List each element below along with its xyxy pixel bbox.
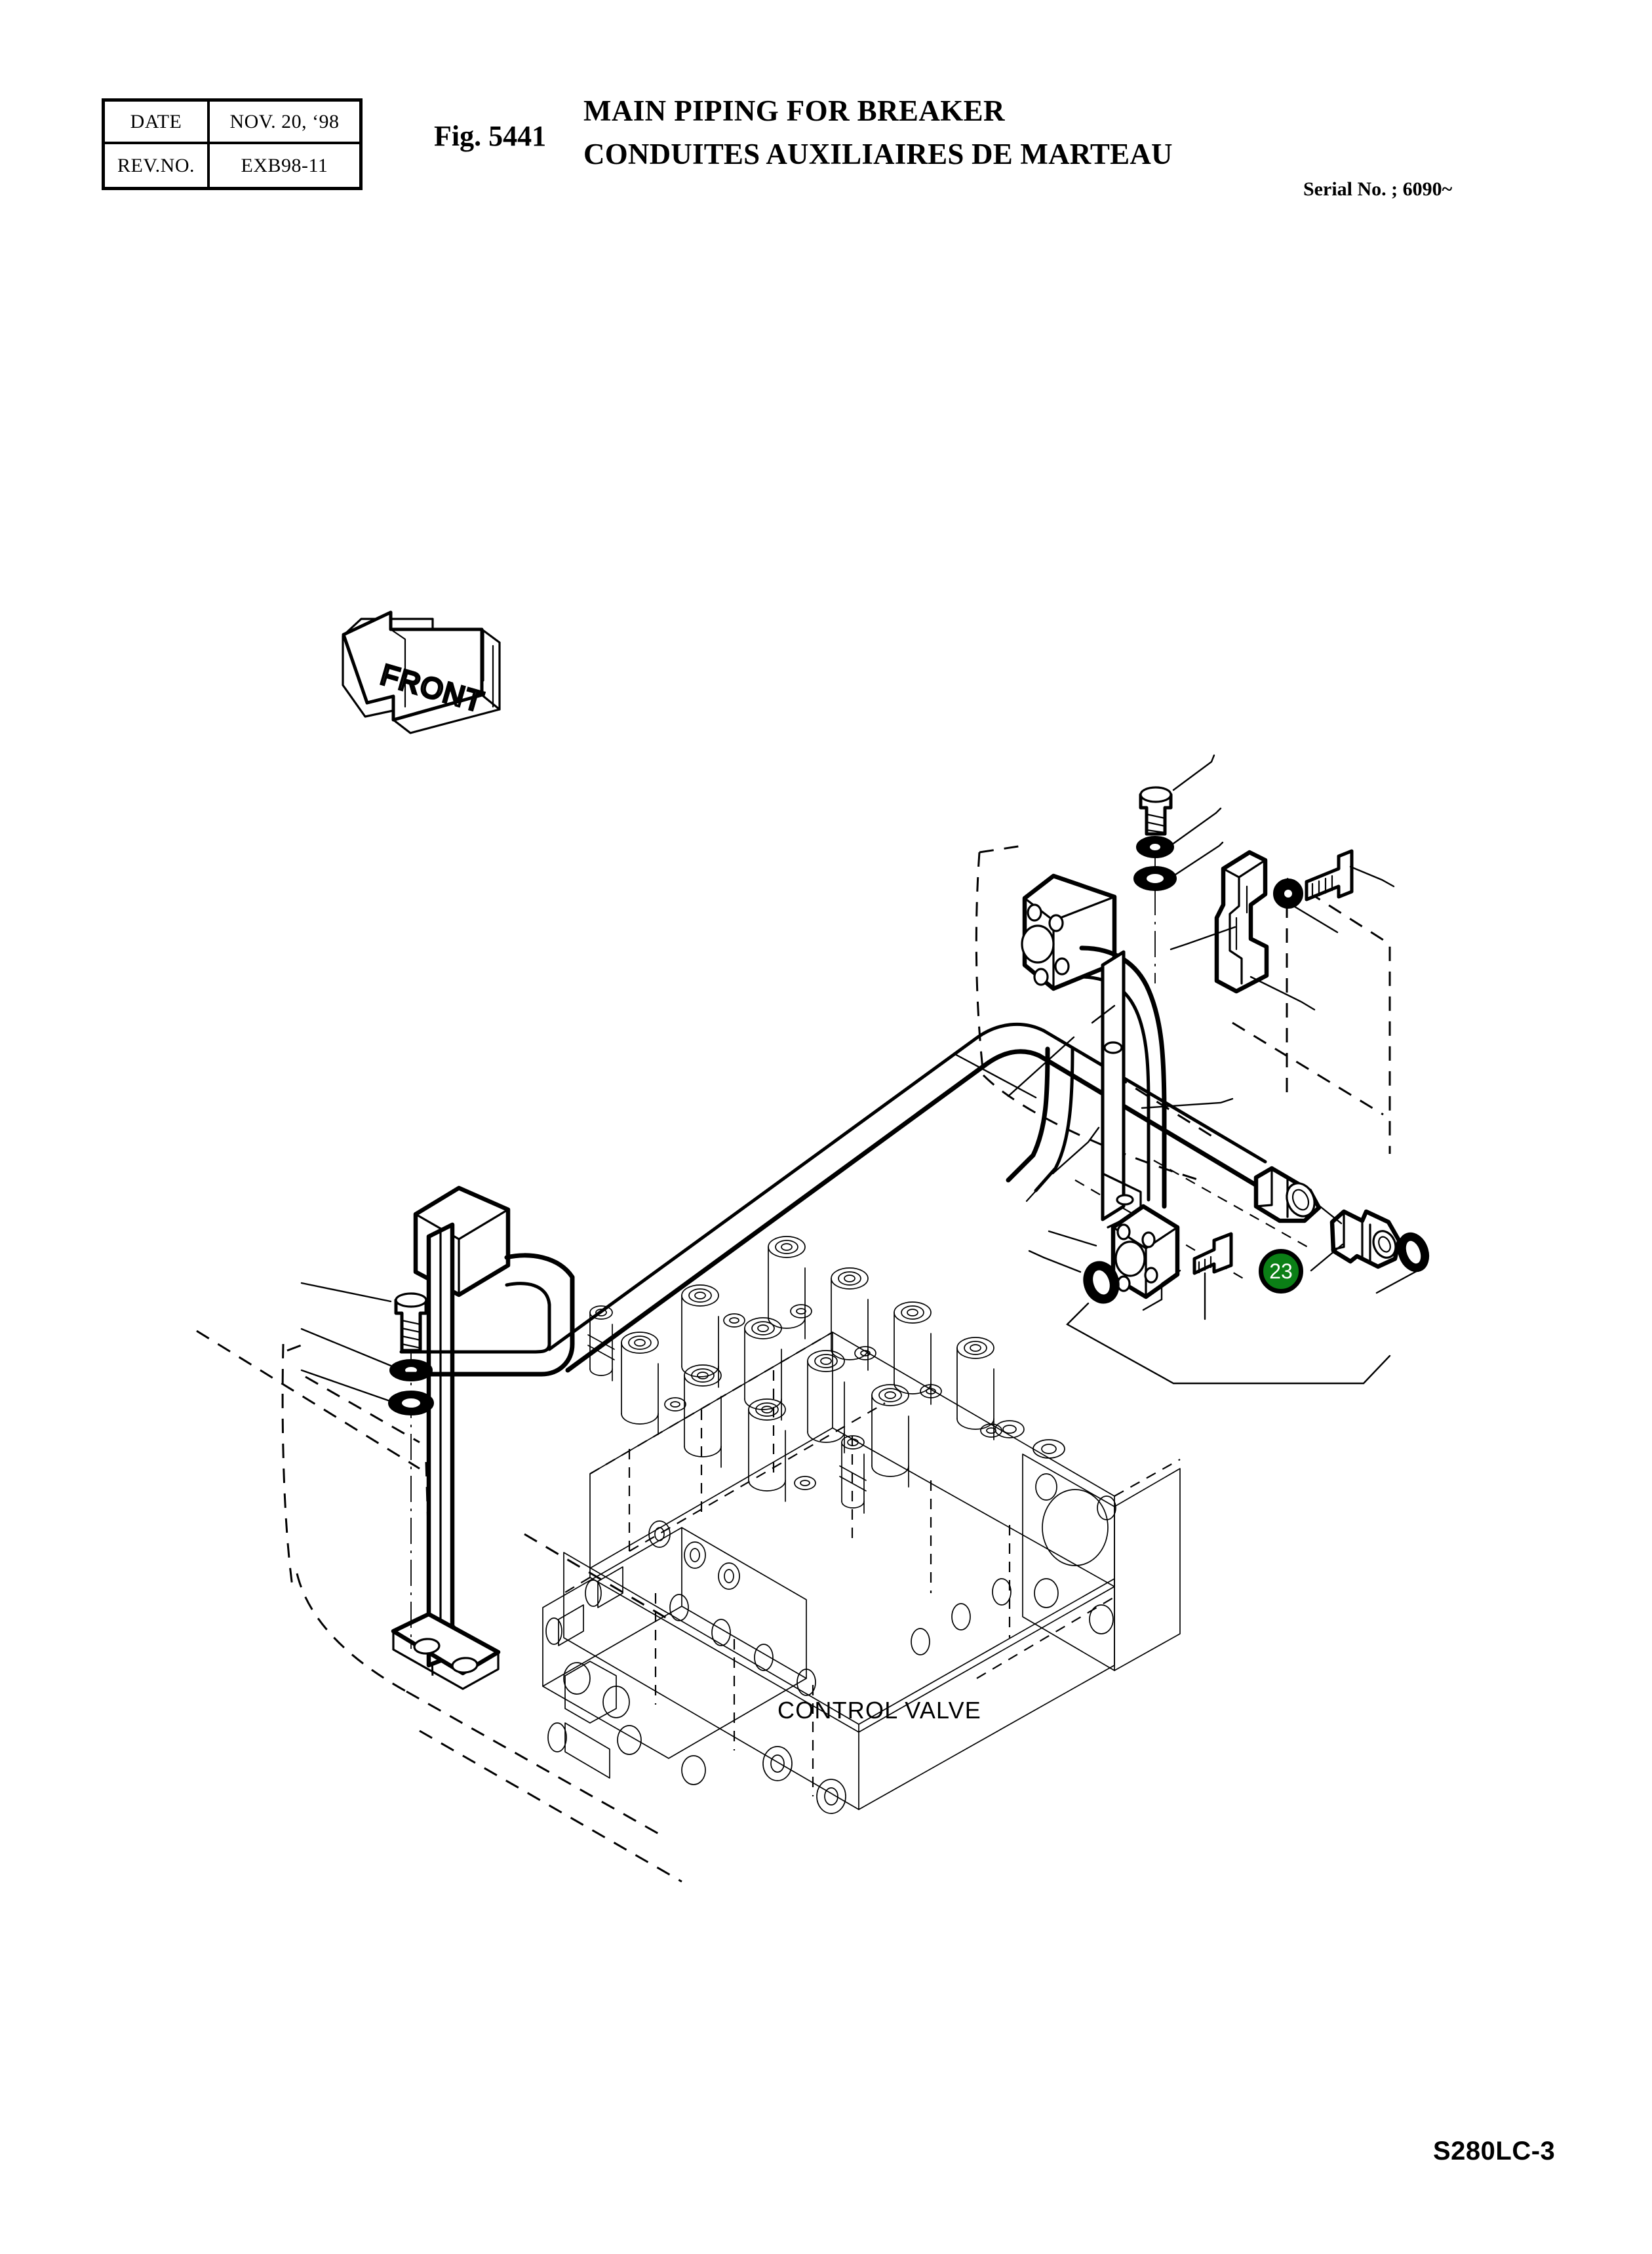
page-title-french: CONDUITES AUXILIAIRES DE MARTEAU — [583, 138, 1173, 170]
leader-line-clamp-washer — [1293, 905, 1339, 934]
leader-line-adapter — [1310, 1243, 1344, 1272]
left-plain-washer — [388, 1391, 434, 1415]
main-breaker-pipe — [399, 1022, 1267, 1377]
leader-line-upper-bolt — [1172, 754, 1215, 791]
revision-table: DATE NOV. 20, ‘98 REV.NO. EXB98-11 — [102, 98, 363, 190]
date-value: NOV. 20, ‘98 — [210, 102, 359, 144]
adapter-o-ring — [1397, 1232, 1430, 1273]
leader-line-left-plain-washer — [300, 1369, 389, 1402]
front-direction-arrow: FRONT — [342, 610, 501, 734]
leader-line-clamp-bolt — [1349, 865, 1395, 888]
left-spring-washer — [389, 1359, 433, 1381]
clamp-bolt — [1305, 849, 1354, 901]
page-title-english: MAIN PIPING FOR BREAKER — [583, 94, 1005, 127]
revision-no-label: REV.NO. — [105, 144, 210, 187]
control-valve-caption: CONTROL VALVE — [777, 1697, 982, 1724]
leader-line-clamp-body — [1249, 976, 1316, 1011]
leader-line-hose-nut — [1314, 1201, 1343, 1225]
upper-plain-washer — [1133, 866, 1177, 891]
upper-bolt-fastener — [1139, 786, 1173, 836]
leader-line-pipe-upper — [1007, 1036, 1075, 1097]
leader-line-flange-face — [1048, 1230, 1097, 1247]
control-valve-body — [542, 1236, 1181, 1814]
leader-line-o-ring — [1028, 1250, 1082, 1273]
clamp-spring-washer — [1273, 879, 1303, 909]
model-code: S280LC-3 — [1433, 2137, 1556, 2165]
leader-line-main-pipe — [953, 1052, 1037, 1099]
leader-line-left-bolt — [300, 1282, 392, 1303]
leader-line-adapter-o-ring — [1375, 1267, 1424, 1294]
leader-line-upper-plain-washer — [1172, 841, 1224, 877]
upper-valve-block — [1021, 805, 1167, 1229]
left-bolt-fastener — [394, 1292, 428, 1353]
port-flange — [1111, 1204, 1180, 1299]
serial-number-note: Serial No. ; 6090~ — [1303, 178, 1453, 200]
upper-spring-washer — [1136, 836, 1174, 858]
leader-line-upper-spring-washer — [1171, 807, 1222, 846]
hose-end-nut — [1253, 1166, 1322, 1223]
leader-line-left-spring-washer — [300, 1328, 392, 1367]
figure-number: Fig. 5441 — [434, 120, 547, 152]
machine-frame-outline — [196, 844, 1391, 1883]
date-label: DATE — [105, 102, 210, 144]
callout-badge-23[interactable]: 23 — [1259, 1249, 1303, 1294]
callout-badge-number: 23 — [1269, 1259, 1293, 1283]
revision-no-value: EXB98-11 — [241, 154, 328, 176]
flange-o-ring — [1083, 1261, 1120, 1304]
left-mounting-bracket — [391, 1185, 511, 1690]
leader-line-clamp — [1170, 926, 1236, 951]
pipe-clamp — [1214, 850, 1269, 994]
leader-line-valve-block — [1091, 1004, 1116, 1024]
leader-line-strap-bracket — [1141, 1097, 1234, 1109]
hydraulic-adapter-fitting — [1329, 1209, 1402, 1269]
leader-line-flange-body — [1142, 1269, 1181, 1311]
leader-line-bracket-strap — [1052, 1126, 1100, 1175]
leader-line-flange — [1066, 1302, 1391, 1385]
flange-bolt — [1192, 1232, 1233, 1275]
